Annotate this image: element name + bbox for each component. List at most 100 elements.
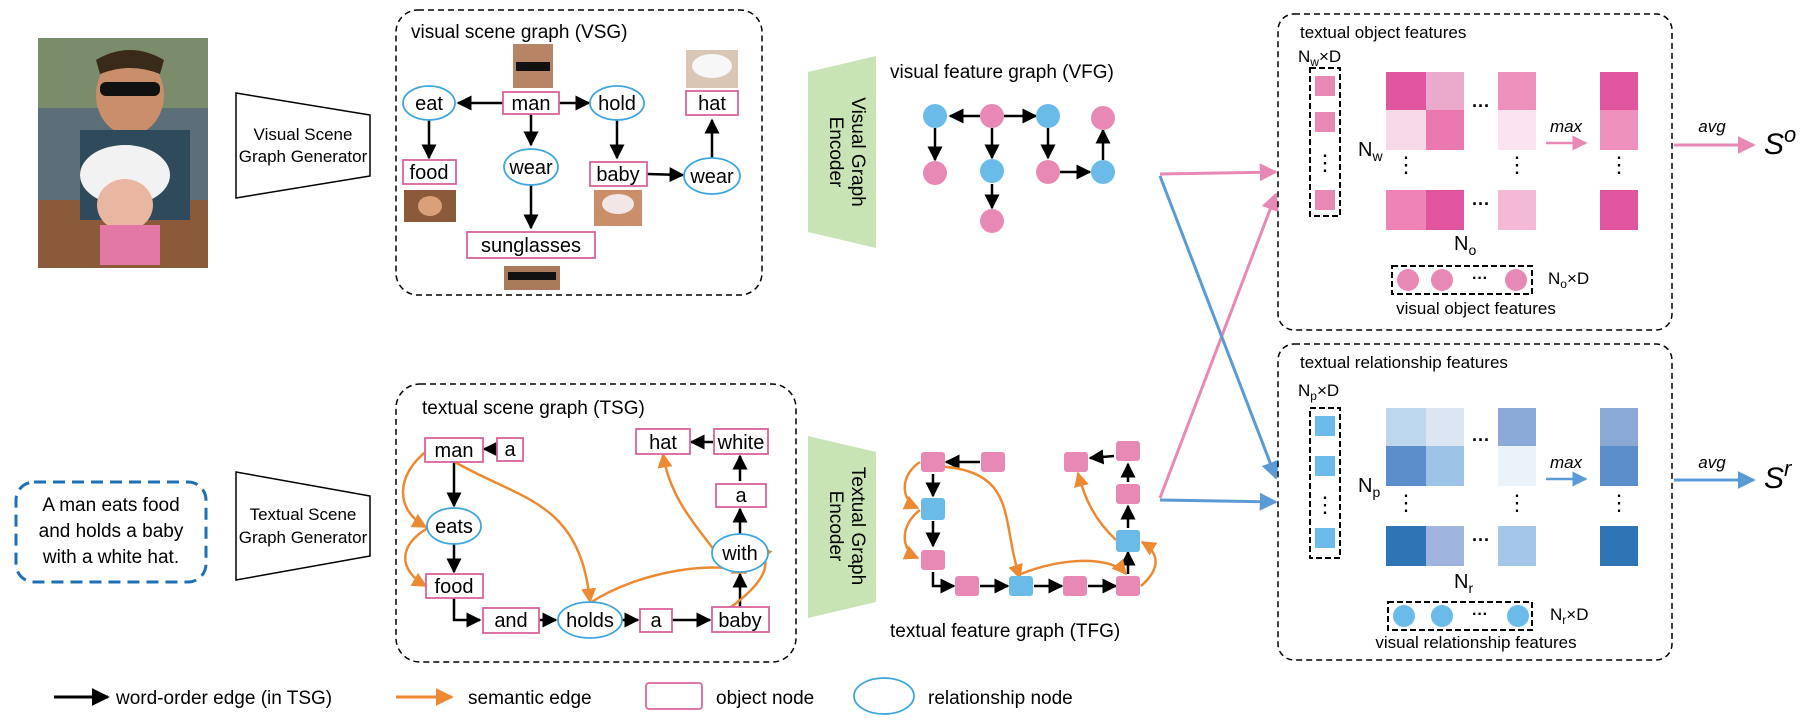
rel-dim-sub: p	[1310, 389, 1317, 403]
phrase-vector-cell	[1315, 416, 1335, 436]
object-bottom-suffix: ×D	[1567, 269, 1589, 288]
matrix-cell	[1498, 190, 1536, 230]
tsg-node-a-1: a	[496, 437, 524, 462]
matrix-hdots: ···	[1472, 530, 1490, 550]
visual-scene-graph-generator: Visual Scene Graph Generator	[235, 92, 371, 199]
svg-text:white: white	[717, 432, 765, 454]
svg-text:Np×D: Np×D	[1298, 381, 1339, 403]
matrix-hdots: ···	[1472, 96, 1490, 116]
max-cell	[1600, 526, 1638, 566]
svg-text:Np: Np	[1358, 475, 1380, 500]
legend-relationship-swatch	[853, 677, 915, 715]
svg-text:hold: hold	[598, 93, 636, 115]
matrix-cell	[1426, 408, 1464, 446]
input-caption: A man eats food and holds a baby with a …	[14, 480, 208, 584]
object-cols-n: N	[1454, 233, 1468, 255]
vfg-node	[923, 161, 947, 185]
object-column-vdots: ⋮	[1314, 150, 1336, 175]
svg-text:No: No	[1454, 233, 1476, 258]
object-panel-title: textual object features	[1300, 23, 1466, 42]
svg-text:hat: hat	[649, 432, 677, 454]
rel-rows-sub: p	[1372, 484, 1380, 500]
relationship-max-label: max	[1550, 453, 1583, 472]
relationship-score: avg Sr	[1674, 453, 1793, 495]
word-vector-cell	[1315, 190, 1335, 210]
caption-line2: and holds a baby	[39, 521, 184, 542]
matrix-cell	[1498, 446, 1536, 486]
object-dim-sub: w	[1309, 55, 1319, 69]
vsg-node-hat: hat	[685, 90, 739, 116]
svg-text:a: a	[504, 439, 516, 461]
vsg-thumbnails	[404, 44, 738, 290]
tsg-node-a-3: a	[639, 608, 673, 633]
svg-text:wear: wear	[508, 157, 553, 179]
tfg-node	[981, 452, 1005, 472]
svg-text:holds: holds	[566, 610, 614, 632]
textual-graph-encoder: Textual Graph Encoder	[808, 436, 876, 618]
max-cell	[1600, 446, 1638, 486]
tfg-node	[1063, 576, 1087, 596]
input-photo	[38, 38, 208, 268]
matrix-cell	[1426, 110, 1464, 150]
svg-text:sunglasses: sunglasses	[481, 235, 581, 257]
tfg-node	[1116, 484, 1140, 504]
bottom-hdots: ···	[1472, 270, 1488, 287]
matrix-cell	[1426, 72, 1464, 110]
tsg-node-eats: eats	[426, 507, 482, 545]
svg-text:wear: wear	[689, 166, 734, 188]
vfg-node	[980, 159, 1004, 183]
tsg-title: textual scene graph (TSG)	[422, 398, 645, 419]
vfg-node	[1091, 160, 1115, 184]
object-similarity-matrix: ··· ⋮ ⋮ ···	[1386, 72, 1536, 230]
svg-text:food: food	[410, 162, 449, 184]
svg-text:man: man	[435, 440, 474, 462]
object-bottom-title: visual object features	[1396, 299, 1556, 318]
legend-relationship: relationship node	[928, 688, 1073, 709]
matrix-vdots: ⋮	[1395, 152, 1417, 177]
relationship-score-sup: r	[1784, 456, 1793, 481]
visual-encoder-line1: Visual Graph	[847, 97, 868, 207]
tfg-node	[921, 452, 945, 472]
matrix-hdots: ···	[1472, 194, 1490, 214]
object-bottom-n: N	[1548, 269, 1560, 288]
relationship-bottom-title: visual relationship features	[1375, 633, 1576, 652]
matrix-hdots: ···	[1472, 430, 1490, 450]
visual-relationship-feature	[1393, 605, 1415, 627]
rel-cols-sub: r	[1468, 580, 1473, 596]
visual-object-feature	[1505, 269, 1527, 291]
matrix-vdots: ⋮	[1506, 490, 1528, 515]
matrix-cell	[1426, 190, 1464, 230]
matrix-cell	[1426, 526, 1464, 566]
object-score: avg So	[1674, 117, 1796, 161]
rel-dim-suffix: ×D	[1317, 381, 1339, 400]
svg-text:eats: eats	[435, 516, 473, 538]
svg-text:a: a	[735, 485, 747, 507]
relationship-features-panel: textual relationship features Np×D ⋮ Np …	[1277, 343, 1673, 661]
svg-text:baby: baby	[718, 610, 761, 632]
matrix-cell	[1386, 408, 1426, 446]
textual-encoder-line1: Textual Graph	[847, 467, 868, 585]
word-vector-cell	[1315, 76, 1335, 96]
object-score-s: S	[1764, 128, 1784, 161]
svg-text:hat: hat	[698, 93, 726, 115]
rel-rows-n: N	[1358, 475, 1372, 497]
svg-text:So: So	[1764, 122, 1796, 161]
relationship-score-s: S	[1764, 462, 1784, 495]
matrix-vdots: ⋮	[1395, 490, 1417, 515]
object-avg-label: avg	[1698, 117, 1726, 136]
visual-generator-line1: Visual Scene	[254, 125, 353, 144]
object-bottom-sub: o	[1560, 277, 1567, 291]
tfg-title: textual feature graph (TFG)	[890, 621, 1120, 642]
matrix-cell	[1386, 526, 1426, 566]
bottom-hdots: ···	[1472, 606, 1488, 623]
matrix-cell	[1426, 446, 1464, 486]
svg-text:baby: baby	[596, 164, 639, 186]
visual-object-feature	[1397, 269, 1419, 291]
svg-text:Nr: Nr	[1454, 571, 1473, 596]
caption-line3: with a white hat.	[42, 547, 179, 568]
svg-text:Nw: Nw	[1358, 139, 1383, 164]
legend-object-swatch	[645, 682, 703, 710]
tsg-node-and: and	[482, 607, 540, 634]
rel-column-vdots: ⋮	[1314, 492, 1336, 517]
